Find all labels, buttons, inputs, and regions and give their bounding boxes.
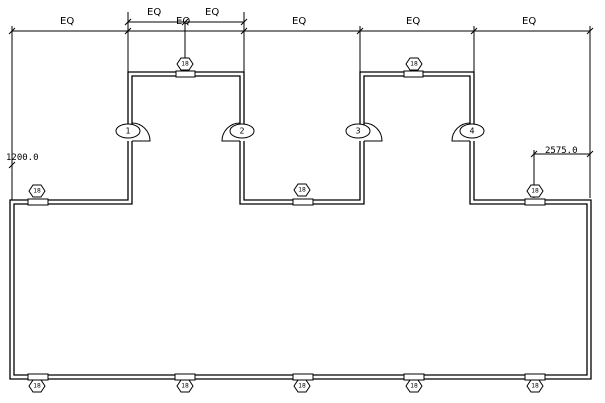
svg-text:18: 18 xyxy=(531,383,539,390)
svg-text:4: 4 xyxy=(469,127,474,136)
dim-label-offset: 2575.0 xyxy=(545,146,578,156)
svg-text:18: 18 xyxy=(298,383,306,390)
svg-text:2: 2 xyxy=(239,127,244,136)
window-tag-bay-right: 18 xyxy=(405,57,423,71)
svg-text:18: 18 xyxy=(181,61,189,68)
window-tag-bottom-1: 18 xyxy=(28,379,46,393)
svg-text:18: 18 xyxy=(33,188,41,195)
window-tag-body-left: 18 xyxy=(28,184,46,198)
window-tag-bottom-3: 18 xyxy=(293,379,311,393)
dim-label-eq-3: EQ xyxy=(292,16,306,27)
dimension-lines xyxy=(8,12,594,200)
svg-text:18: 18 xyxy=(410,383,418,390)
window-tag-bay-left: 18 xyxy=(176,57,194,71)
dim-label-eq-1: EQ xyxy=(60,16,74,27)
dim-label-eq-upper-right: EQ xyxy=(205,7,219,18)
window-tag-bottom-4: 18 xyxy=(405,379,423,393)
svg-text:18: 18 xyxy=(33,383,41,390)
walls xyxy=(9,71,592,380)
window-tag-bottom-2: 18 xyxy=(176,379,194,393)
window-tag-recess: 18 xyxy=(293,183,311,197)
door-tag-3: 3 xyxy=(345,123,371,139)
svg-text:18: 18 xyxy=(181,383,189,390)
door-tag-4: 4 xyxy=(459,123,485,139)
door-tag-1: 1 xyxy=(115,123,141,139)
dim-label-eq-2: EQ xyxy=(176,16,190,27)
doors xyxy=(125,122,477,142)
svg-text:18: 18 xyxy=(298,187,306,194)
door-tag-2: 2 xyxy=(229,123,255,139)
dim-label-height: 1200.0 xyxy=(6,153,39,163)
window-tag-bottom-5: 18 xyxy=(526,379,544,393)
windows xyxy=(27,70,546,381)
svg-text:1: 1 xyxy=(125,127,130,136)
dim-label-eq-4: EQ xyxy=(406,16,420,27)
window-tag-body-right: 18 xyxy=(526,184,544,198)
svg-text:18: 18 xyxy=(531,188,539,195)
svg-text:18: 18 xyxy=(410,61,418,68)
dim-label-eq-5: EQ xyxy=(522,16,536,27)
dim-label-eq-upper-left: EQ xyxy=(147,7,161,18)
svg-text:3: 3 xyxy=(355,127,360,136)
